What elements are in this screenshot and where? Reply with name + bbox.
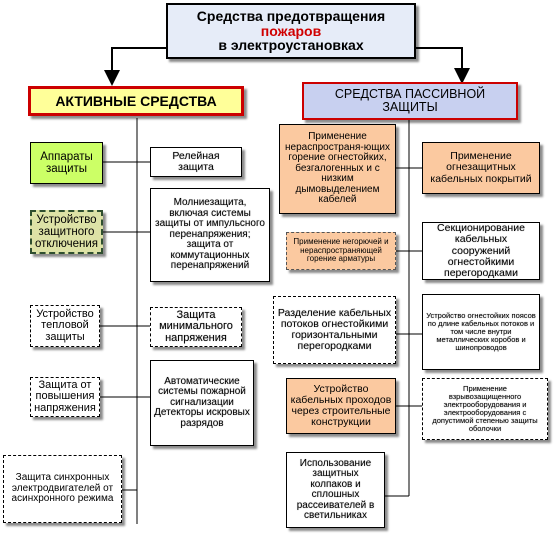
active-item-relay-protection: Релейная защита (150, 147, 242, 177)
title-line-2: пожаров (260, 22, 322, 39)
passive-item-horizontal-partitions: Разделение кабельных потоков огнестойким… (273, 296, 396, 364)
passive-item-noncombustible-fittings: Применение негорючей и нераспространяюще… (286, 232, 396, 270)
diagram-title: Средства предотвращения пожаров в электр… (166, 3, 416, 59)
active-item-min-voltage: Защита минимального напряжения (150, 307, 242, 347)
passive-item-sectioning: Секционирование кабельных сооружений огн… (422, 222, 540, 280)
title-line-1: Средства предотвращения (196, 7, 386, 24)
passive-means-header: СРЕДСТВА ПАССИВНОЙ ЗАЩИТЫ (302, 82, 518, 120)
active-item-fire-alarm: Автоматические системы пожарной сигнализ… (150, 360, 254, 446)
passive-item-protective-caps: Использование защитных колпаков и сплошн… (286, 452, 385, 528)
passive-item-fireproof-coatings: Применение огнезащитных кабельных покрыт… (422, 142, 540, 194)
title-line-3: в электроустановках (218, 37, 364, 54)
passive-item-explosion-proof: Применение взрывозащищенного электрообор… (422, 378, 548, 440)
passive-item-fire-belts: Устройство огнестойких поясов по длине к… (422, 294, 540, 370)
active-means-header: АКТИВНЫЕ СРЕДСТВА (28, 86, 244, 116)
active-item-thermal-protection: Устройство тепловой защиты (30, 305, 100, 347)
active-item-lightning-protection: Молниезащита, включая системы защиты от … (150, 188, 270, 282)
passive-item-fire-resistant-cables: Применение нераспространя-ющих горение о… (279, 124, 396, 214)
active-item-rcd: Устройство защитного отключения (30, 210, 103, 254)
active-item-overvoltage: Защита от повышения напряжения (30, 377, 100, 417)
active-item-protection-devices: Аппараты защиты (30, 142, 103, 184)
active-item-synchronous-motors: Защита синхронных электродвигателей от а… (3, 455, 122, 523)
passive-item-cable-passages: Устройство кабельных проходов через стро… (286, 378, 396, 434)
